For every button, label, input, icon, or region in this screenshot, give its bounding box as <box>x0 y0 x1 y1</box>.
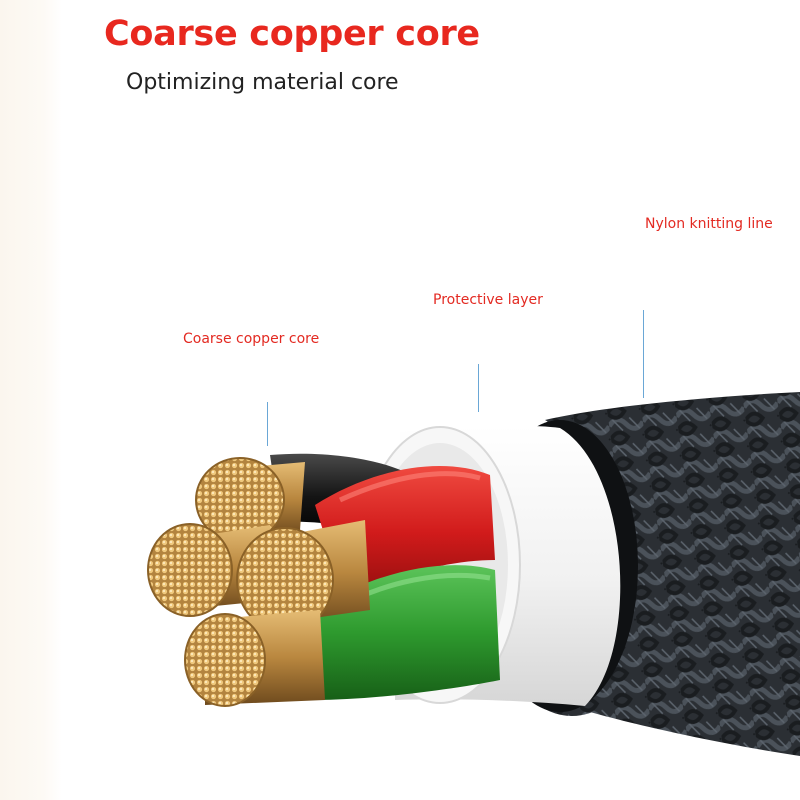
leader-line-protective <box>478 364 479 412</box>
page-subtitle: Optimizing material core <box>126 70 399 95</box>
leader-line-copper <box>267 402 268 446</box>
callout-nylon-knitting-line: Nylon knitting line <box>645 216 773 232</box>
copper-strand-bundles <box>147 457 370 707</box>
callout-coarse-copper-core: Coarse copper core <box>183 331 320 347</box>
left-background-strip <box>0 0 62 800</box>
callout-protective-layer: Protective layer <box>433 292 543 308</box>
page-title: Coarse copper core <box>104 14 480 54</box>
leader-line-nylon <box>643 310 644 398</box>
